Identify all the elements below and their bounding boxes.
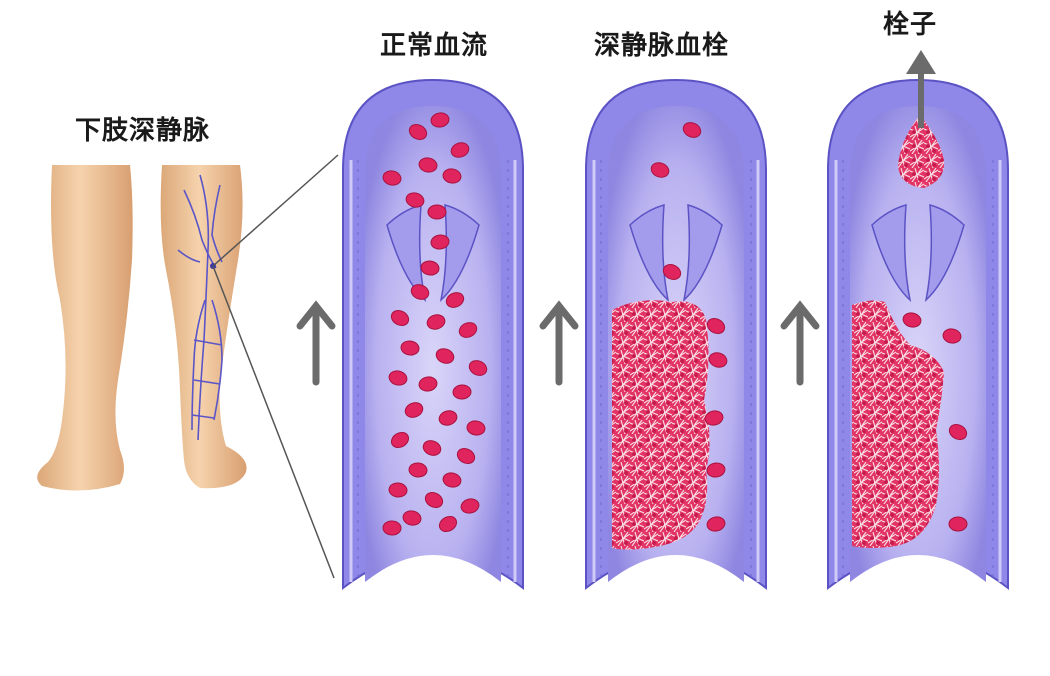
- red-blood-cell: [430, 234, 450, 250]
- red-blood-cell: [466, 420, 486, 436]
- red-blood-cell: [704, 410, 724, 426]
- vessel-normal: [342, 78, 524, 591]
- zoom-line-bottom: [212, 265, 335, 579]
- red-blood-cell: [460, 498, 480, 514]
- embolus-label: 栓子: [883, 10, 938, 40]
- flow-arrows: [296, 300, 820, 386]
- red-blood-cell: [468, 360, 488, 376]
- red-blood-cell: [948, 424, 968, 440]
- arrow-up-icon: [906, 50, 936, 74]
- vessel-dvt: [585, 78, 767, 591]
- vessel-embolus: [827, 78, 1009, 591]
- normal-flow-label: 正常血流: [380, 31, 489, 61]
- red-blood-cell: [942, 328, 962, 344]
- embolus: [898, 115, 945, 188]
- red-blood-cell: [682, 122, 702, 138]
- red-blood-cell: [408, 462, 428, 478]
- red-blood-cell: [405, 192, 425, 208]
- red-blood-cell: [418, 376, 438, 392]
- red-blood-cell: [438, 410, 458, 426]
- red-blood-cell: [450, 142, 470, 158]
- red-blood-cell: [706, 318, 726, 334]
- red-blood-cell: [400, 340, 420, 356]
- embolus-arrow: [906, 50, 936, 128]
- red-blood-cell: [948, 516, 968, 532]
- red-blood-cell: [452, 384, 472, 400]
- red-blood-cell: [426, 314, 446, 330]
- red-blood-cell: [418, 157, 438, 173]
- red-blood-cell: [662, 264, 682, 280]
- zoom-line-top: [212, 154, 339, 267]
- red-blood-cell: [706, 462, 726, 478]
- red-blood-cell: [402, 510, 422, 526]
- red-blood-cell: [430, 112, 450, 128]
- red-blood-cell: [442, 168, 462, 184]
- valve-right: [924, 203, 965, 303]
- red-blood-cell: [424, 492, 444, 508]
- dvt-label: 深静脉血栓: [594, 31, 730, 61]
- red-blood-cell: [438, 515, 458, 533]
- red-blood-cell: [435, 348, 455, 364]
- leg-illustration: [37, 154, 339, 579]
- arrow-up-icon: [780, 300, 820, 386]
- thrombus: [612, 300, 710, 550]
- valve-left: [386, 203, 427, 303]
- red-blood-cell: [458, 322, 478, 338]
- deep-vein-network: [177, 174, 223, 441]
- red-blood-cell: [445, 292, 465, 308]
- red-blood-cell: [382, 170, 402, 186]
- valve-left: [629, 203, 670, 303]
- red-blood-cell: [388, 370, 408, 386]
- valve-right: [439, 203, 480, 303]
- red-blood-cell: [708, 352, 728, 368]
- red-blood-cell: [410, 284, 430, 300]
- arrow-up-icon: [296, 300, 336, 386]
- valve-right: [682, 203, 723, 303]
- red-blood-cell: [390, 310, 410, 326]
- red-blood-cell: [706, 516, 726, 532]
- red-blood-cell: [422, 440, 442, 456]
- thrombus-remaining: [852, 300, 944, 548]
- left-leg: [37, 165, 133, 491]
- red-blood-cell: [382, 520, 402, 536]
- red-blood-cell: [420, 260, 440, 276]
- red-blood-cell: [408, 124, 428, 140]
- red-blood-cell: [388, 482, 408, 498]
- red-blood-cell: [456, 448, 476, 464]
- arrow-up-icon: [539, 300, 579, 386]
- red-blood-cell: [650, 162, 670, 178]
- red-blood-cell: [390, 431, 410, 449]
- red-blood-cell: [442, 472, 462, 488]
- red-blood-cell: [902, 312, 922, 328]
- valve-left: [871, 203, 912, 303]
- red-blood-cell: [427, 204, 447, 220]
- red-blood-cell: [404, 402, 424, 418]
- leg-veins-label: 下肢深静脉: [75, 116, 211, 146]
- right-leg: [160, 165, 247, 489]
